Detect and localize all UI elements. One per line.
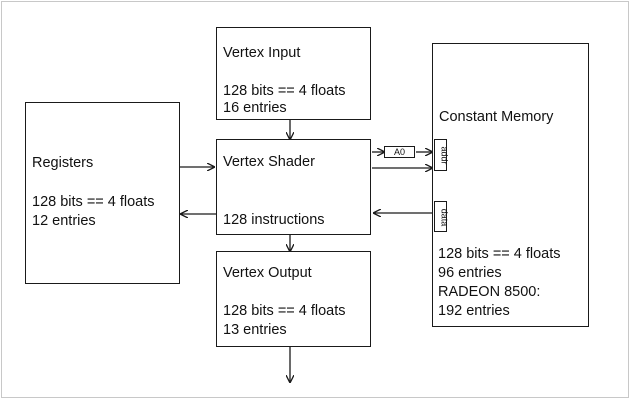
vertex-input-width: 128 bits == 4 floats [223, 83, 346, 99]
vertex-input-count: 16 entries [223, 100, 287, 116]
vertex-output-box: Vertex Output 128 bits == 4 floats 13 en… [216, 251, 371, 347]
registers-title: Registers [32, 155, 94, 171]
registers-count: 12 entries [32, 213, 96, 229]
constant-memory-title: Constant Memory [439, 109, 554, 125]
vertex-shader-instructions: 128 instructions [223, 212, 325, 228]
vertex-output-title: Vertex Output [223, 265, 312, 281]
vertex-output-width: 128 bits == 4 floats [223, 303, 346, 319]
vertex-output-count: 13 entries [223, 322, 287, 338]
constant-memory-count: 96 entries [438, 265, 502, 281]
registers-box: Registers 128 bits == 4 floats 12 entrie… [25, 102, 180, 284]
constant-memory-variant-count: 192 entries [438, 303, 510, 319]
vertex-shader-title: Vertex Shader [223, 154, 315, 170]
vertex-input-box: Vertex Input 128 bits == 4 floats 16 ent… [216, 27, 371, 120]
a0-register-tag: A0 [384, 146, 415, 158]
constant-memory-variant: RADEON 8500: [438, 284, 541, 300]
data-port-label: data [439, 208, 450, 227]
constant-memory-box: Constant Memory 128 bits == 4 floats 96 … [432, 43, 589, 327]
addr-port-tag: addr [434, 139, 450, 171]
vertex-input-title: Vertex Input [223, 45, 301, 61]
constant-memory-width: 128 bits == 4 floats [438, 246, 561, 262]
addr-port-label: addr [439, 146, 450, 165]
vertex-shader-box: Vertex Shader 128 instructions [216, 139, 371, 235]
registers-width: 128 bits == 4 floats [32, 194, 155, 210]
data-port-tag: data [434, 201, 450, 232]
